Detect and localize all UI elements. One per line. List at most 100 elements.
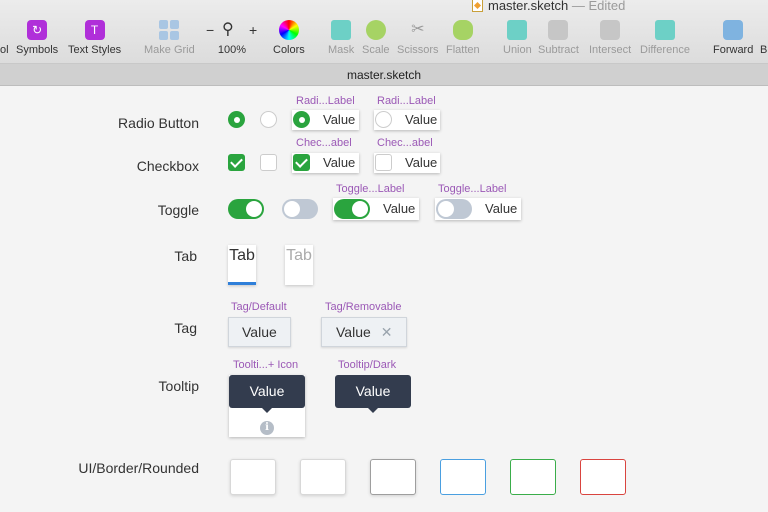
intersect-icon [600,20,621,40]
radio-value: Value [405,112,438,127]
tab-active[interactable]: Tab [228,245,256,285]
radio-on[interactable] [228,111,245,128]
radio-value: Value [323,112,356,127]
text-styles-button[interactable]: T Text Styles [68,20,121,56]
row-label-tag: Tag [174,320,197,336]
toggle-on[interactable] [228,199,264,219]
row-label-radio: Radio Button [118,115,199,131]
bring-forward-icon [723,20,744,40]
intersect-button[interactable]: Intersect [589,20,631,56]
border-blue [440,459,486,495]
border-light [300,459,346,495]
radio-with-label-on[interactable]: Value [292,110,359,130]
symbol-label: Radi...Label [296,95,355,107]
zoom-level: 100% [217,44,247,56]
forward-label: Forward [713,44,754,56]
subtract-label: Subtract [538,44,579,56]
symbol-label: Chec...abel [296,137,352,149]
zoom-out-button[interactable]: − [206,22,215,38]
flatten-button[interactable]: Flatten [446,20,480,56]
radio-off[interactable] [260,111,277,128]
partial-tool[interactable]: ol [0,20,9,56]
scale-label: Scale [362,44,390,56]
toggle-with-label-off[interactable]: Value [435,198,521,220]
union-button[interactable]: Union [503,20,532,56]
info-icon: i [260,421,274,435]
text-styles-icon: T [84,20,105,40]
tag-value: Value [336,324,371,340]
symbol-label: Radi...Label [377,95,436,107]
backward-button[interactable]: B [760,20,767,56]
radio-with-label-off[interactable]: Value [374,110,440,130]
symbols-button[interactable]: ↻ Symbols [16,20,58,56]
make-grid-button[interactable]: Make Grid [144,20,195,56]
partial-tool-label: ol [0,44,9,56]
row-label-border: UI/Border/Rounded [78,460,199,476]
symbol-label: Toggle...Label [336,183,405,195]
row-label-checkbox: Checkbox [136,158,199,174]
toggle-off [436,199,472,219]
tooltip-with-icon: Value i [229,375,305,437]
subtract-icon [548,20,569,40]
row-label-tooltip: Tooltip [158,378,199,394]
union-icon [507,20,528,40]
checkbox-unchecked [375,154,392,171]
difference-icon [654,20,675,40]
union-label: Union [503,44,532,56]
text-styles-label: Text Styles [68,44,122,56]
mask-icon [331,20,352,40]
symbol-label: Toggle...Label [438,183,507,195]
row-label-toggle: Toggle [157,202,199,218]
colors-button[interactable]: Colors [273,20,305,56]
toggle-on [334,199,370,219]
border-dark [370,459,416,495]
scale-button[interactable]: Scale [362,20,390,56]
row-label-tab: Tab [174,248,197,264]
forward-button[interactable]: Forward [713,20,753,56]
checkbox-unchecked[interactable] [260,154,277,171]
symbol-label: Chec...abel [377,137,433,149]
sketch-document-icon [472,0,483,12]
tooltip-dark: Value [335,375,411,413]
window-title: master.sketch — Edited [472,0,625,13]
symbol-label: Tag/Default [231,301,287,313]
radio-on [293,111,310,128]
make-grid-label: Make Grid [144,44,195,56]
tag-default[interactable]: Value [228,317,291,347]
checkbox-checked[interactable] [228,154,245,171]
color-wheel-icon [278,20,299,40]
intersect-label: Intersect [589,44,632,56]
radio-off [375,111,392,128]
tag-value: Value [242,324,277,340]
tag-removable[interactable]: Value ✕ [321,317,407,347]
toggle-off[interactable] [282,199,318,219]
scissors-button[interactable]: ✂ Scissors [397,20,439,56]
border-default [230,459,276,495]
edited-status: — Edited [571,0,626,13]
checkbox-with-label-unchecked[interactable]: Value [374,153,440,173]
tab-inactive[interactable]: Tab [285,245,313,285]
toggle-with-label-on[interactable]: Value [333,198,419,220]
colors-label: Colors [273,44,305,56]
mask-label: Mask [328,44,355,56]
zoom-control[interactable]: − ⚲ + 100% [204,20,260,56]
difference-label: Difference [640,44,690,56]
symbol-label: Tooltip/Dark [338,359,397,371]
mask-button[interactable]: Mask [328,20,354,56]
checkbox-value: Value [323,155,356,170]
symbols-icon: ↻ [27,20,48,40]
checkbox-with-label-checked[interactable]: Value [292,153,359,173]
zoom-in-button[interactable]: + [249,22,258,38]
flatten-icon [452,20,473,40]
subtract-button[interactable]: Subtract [538,20,579,56]
checkbox-value: Value [405,155,438,170]
difference-button[interactable]: Difference [640,20,690,56]
checkbox-checked [293,154,310,171]
grid-icon [159,20,180,40]
document-tab[interactable]: master.sketch [0,64,768,86]
remove-icon[interactable]: ✕ [380,324,393,340]
toolbar: master.sketch — Edited ol ↻ Symbols T Te… [0,0,768,64]
border-green [510,459,556,495]
symbol-label: Tag/Removable [325,301,402,313]
scale-icon [365,20,386,40]
